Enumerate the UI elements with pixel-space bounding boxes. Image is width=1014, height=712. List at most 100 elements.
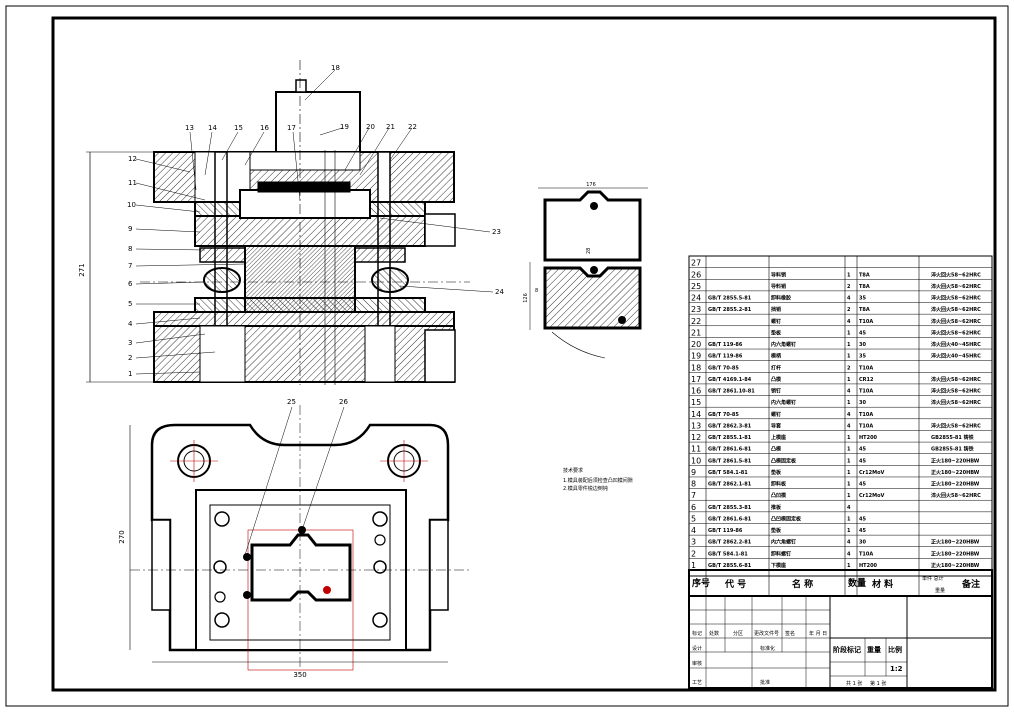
bom-cell-note: GB2855-81 铸铁 — [931, 446, 975, 453]
tech-note-1: 1.模具装配后须检查凸凹模间隙 — [563, 477, 633, 484]
tb-approve: 批准 — [760, 679, 770, 686]
part-label-11: 11 — [128, 179, 137, 187]
bom-cell-qty: 1 — [847, 272, 851, 278]
bom-row-no: 10 — [691, 456, 701, 465]
bom-cell-material: T10A — [859, 551, 873, 557]
bom-cell-material: 30 — [859, 400, 866, 406]
bom-cell-code: GB/T 119-86 — [708, 354, 743, 360]
plan-view: 25 26 350 270 — [118, 398, 470, 679]
bom-cell-material: T10A — [859, 412, 873, 418]
bom-cell-code: GB/T 70-85 — [708, 412, 739, 418]
bom-cell-material: T8A — [859, 272, 870, 278]
bom-cell-material: T10A — [859, 389, 873, 395]
part-label-17: 17 — [287, 124, 296, 132]
bom-cell-qty: 4 — [847, 505, 851, 511]
bom-cell-qty: 1 — [847, 563, 851, 569]
bom-cell-note: 淬火回火40~45HRC — [931, 353, 981, 360]
part-label-19: 19 — [340, 123, 349, 131]
bom-cell-material: HT200 — [859, 435, 878, 441]
part-label-23: 23 — [492, 228, 501, 236]
part-label-5: 5 — [128, 300, 132, 308]
bom-cell-qty: 4 — [847, 423, 851, 429]
bom-cell-name: 螺钉 — [771, 411, 781, 418]
bom-cell-material: T10A — [859, 423, 873, 429]
bom-cell-code: GB/T 2861.6-81 — [708, 516, 752, 522]
bom-cell-material: 30 — [859, 342, 866, 348]
bom-cell-note: 淬火回火40~45HRC — [931, 341, 981, 348]
part-label-10: 10 — [127, 201, 136, 209]
dim-height-plan: 270 — [118, 530, 126, 543]
tb-sign: 签名 — [785, 630, 795, 637]
bom-cell-qty: 1 — [847, 482, 851, 488]
bom-cell-material: 45 — [859, 516, 866, 522]
bom-cell-qty: 2 — [847, 284, 851, 290]
bom-header-note: 备注 — [961, 578, 980, 590]
bom-cell-material: 45 — [859, 330, 866, 336]
dim-height-front: 271 — [78, 263, 86, 276]
bom-cell-qty: 4 — [847, 551, 851, 557]
dim-section-small: 8 — [535, 288, 538, 294]
bom-row-no: 6 — [691, 503, 696, 512]
bom-row-no: 23 — [691, 305, 701, 314]
bom-cell-material: 45 — [859, 447, 866, 453]
bom-cell-qty: 1 — [847, 470, 851, 476]
bom-row-no: 19 — [691, 352, 701, 361]
tb-date: 年 月 日 — [809, 630, 827, 637]
bom-cell-material: T8A — [859, 307, 870, 313]
part-label-3: 3 — [128, 339, 132, 347]
tb-zone: 分区 — [733, 630, 743, 637]
bom-cell-name: 凸凹模固定板 — [771, 515, 802, 522]
title-block: 标记 处数 分区 更改文件号 签名 年 月 日 设计 标准化 审核 工艺 批准 … — [688, 595, 993, 689]
bom-row-no: 24 — [691, 294, 701, 303]
bom-cell-material: Cr12MoV — [859, 493, 885, 499]
bom-cell-qty: 1 — [847, 435, 851, 441]
tb-weight: 重量 — [867, 645, 881, 654]
bom-cell-note: 淬火回火58~62HRC — [931, 329, 981, 336]
tb-review: 审核 — [692, 660, 702, 667]
bom-cell-name: 内六角螺钉 — [771, 399, 796, 406]
bom-cell-note: GB2855-81 铸铁 — [931, 434, 975, 441]
part-label-21: 21 — [386, 123, 395, 131]
bom-cell-qty: 1 — [847, 447, 851, 453]
bom-row-no: 14 — [691, 410, 701, 419]
workpiece-section: 176 126 28 8 — [523, 182, 648, 359]
bom-cell-code: GB/T 70-85 — [708, 365, 739, 371]
bom-cell-name: 模柄 — [771, 353, 781, 360]
bom-cell-code: GB/T 4169.1-84 — [708, 377, 752, 383]
bom-cell-code: GB/T 584.1-81 — [708, 551, 748, 557]
bom-cell-material: T10A — [859, 365, 873, 371]
tech-notes: 技术要求 1.模具装配后须检查凸凹模间隙 2.模具零件锐边倒钝 — [563, 467, 633, 492]
bom-cell-note: 淬火回火58~62HRC — [931, 376, 981, 383]
bom-row-no: 25 — [691, 282, 701, 291]
tb-doc-no: 更改文件号 — [754, 630, 779, 637]
bom-cell-qty: 4 — [847, 412, 851, 418]
bom-cell-note: 淬火回火58~62HRC — [931, 388, 981, 395]
bom-cell-qty: 1 — [847, 458, 851, 464]
bom-cell-material: 45 — [859, 458, 866, 464]
inner-frame — [51, 16, 997, 692]
bom-cell-code: GB/T 584.1-81 — [708, 470, 748, 476]
bom-row-no: 22 — [691, 317, 701, 326]
bom-row-no: 5 — [691, 514, 696, 523]
bom-row-no: 3 — [691, 538, 696, 547]
bom-cell-name: 内六角螺钉 — [771, 341, 796, 348]
bom-row-no: 9 — [691, 468, 696, 477]
bom-row-no: 20 — [691, 340, 701, 349]
bom-cell-code: GB/T 2862.2-81 — [708, 540, 752, 546]
bom-row-no: 11 — [691, 445, 701, 454]
bom-cell-qty: 1 — [847, 330, 851, 336]
part-label-6: 6 — [128, 280, 133, 288]
bom-cell-code: GB/T 2855.6-81 — [708, 563, 752, 569]
bom-cell-material: 30 — [859, 540, 866, 546]
bom-cell-code: GB/T 2862.1-81 — [708, 482, 752, 488]
bom-header-name: 名 称 — [792, 578, 813, 590]
bom-cell-material: CR12 — [859, 377, 874, 383]
bom-cell-material: T8A — [859, 284, 870, 290]
bom-row-no: 26 — [691, 270, 701, 279]
tb-sheets: 共 1 张 — [846, 680, 862, 687]
bom-row-no: 12 — [691, 433, 701, 442]
part-label-group: 12 11 10 9 8 7 6 5 4 3 2 1 13 14 15 16 1… — [127, 64, 504, 378]
bom-cell-name: 卸料板 — [771, 481, 787, 488]
bom-cell-note: 正火180~220HBW — [931, 562, 980, 569]
